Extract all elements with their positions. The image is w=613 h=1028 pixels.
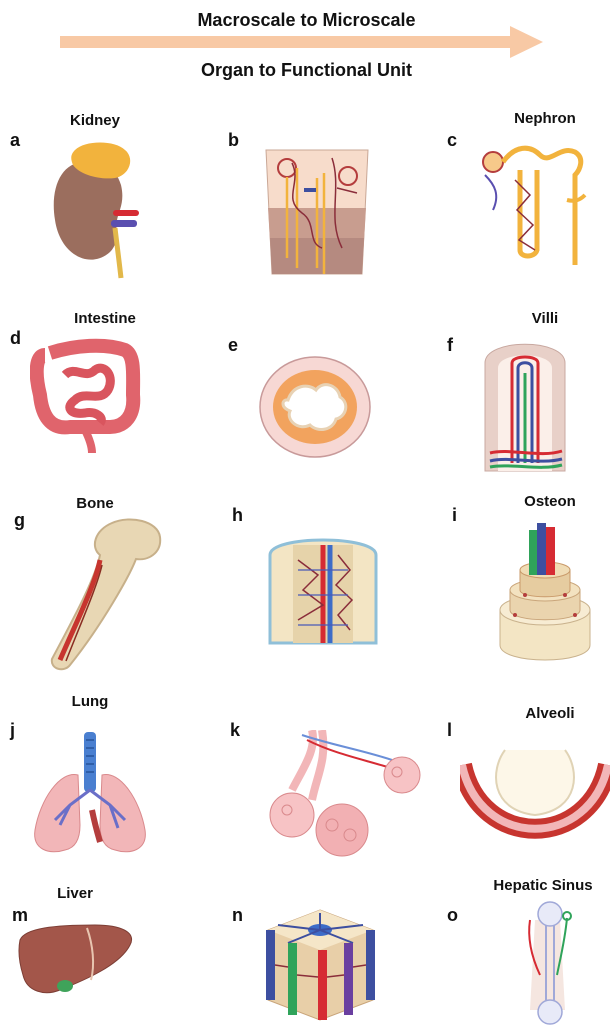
panel-title-lung: Lung [50, 693, 130, 710]
scale-arrow [60, 24, 545, 60]
liver-lobule-illustration [258, 905, 383, 1025]
panel-label-e: e [228, 335, 238, 356]
panel-label-a: a [10, 130, 20, 151]
lung-illustration [30, 730, 150, 860]
panel-label-n: n [232, 905, 243, 926]
panel-label-j: j [10, 720, 15, 741]
intestine-illustration [30, 335, 145, 455]
hepatic-sinusoid-illustration [505, 900, 590, 1028]
kidney-illustration [45, 140, 155, 280]
panel-label-l: l [447, 720, 452, 741]
nephron-illustration [475, 140, 595, 270]
panel-label-b: b [228, 130, 239, 151]
panel-label-c: c [447, 130, 457, 151]
intestine-cross-section-illustration [258, 355, 373, 460]
panel-title-bone: Bone [60, 495, 130, 512]
kidney-cross-section-illustration [262, 148, 372, 278]
panel-title-nephron: Nephron [495, 110, 595, 127]
panel-label-k: k [230, 720, 240, 741]
bone-section-illustration [268, 530, 378, 645]
bronchiole-alveoli-illustration [262, 730, 422, 860]
panel-title-osteon: Osteon [505, 493, 595, 510]
diagram-subtitle: Organ to Functional Unit [0, 60, 613, 81]
osteon-illustration [495, 515, 595, 665]
bone-illustration [40, 515, 170, 675]
panel-title-kidney: Kidney [50, 112, 140, 129]
panel-title-intestine: Intestine [50, 310, 160, 327]
panel-title-alveoli: Alveoli [505, 705, 595, 722]
alveolus-illustration [460, 740, 610, 850]
liver-illustration [15, 920, 140, 1000]
panel-label-o: o [447, 905, 458, 926]
panel-title-liver: Liver [40, 885, 110, 902]
panel-label-d: d [10, 328, 21, 349]
panel-title-hepatic-sinus: Hepatic Sinus [478, 877, 608, 894]
panel-title-villi: Villi [515, 310, 575, 327]
panel-label-f: f [447, 335, 453, 356]
villus-illustration [480, 333, 570, 473]
panel-label-h: h [232, 505, 243, 526]
panel-label-i: i [452, 505, 457, 526]
panel-label-g: g [14, 510, 25, 531]
